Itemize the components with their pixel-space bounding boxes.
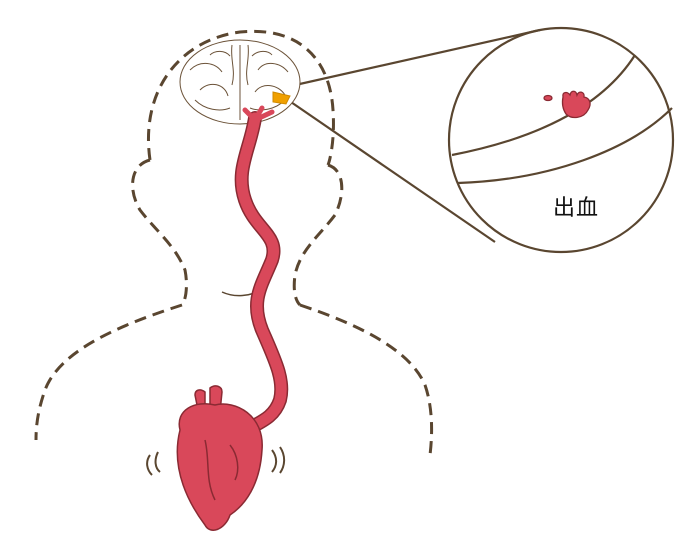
hemorrhage-spot <box>543 90 591 119</box>
heart-icon <box>146 385 286 531</box>
magnifier-circle <box>447 26 675 254</box>
brain-icon <box>179 39 301 125</box>
hemorrhage-label: 出血 <box>553 196 600 221</box>
body-silhouette <box>34 29 434 456</box>
artery <box>234 105 289 435</box>
zoom-connector-lines <box>272 28 541 243</box>
